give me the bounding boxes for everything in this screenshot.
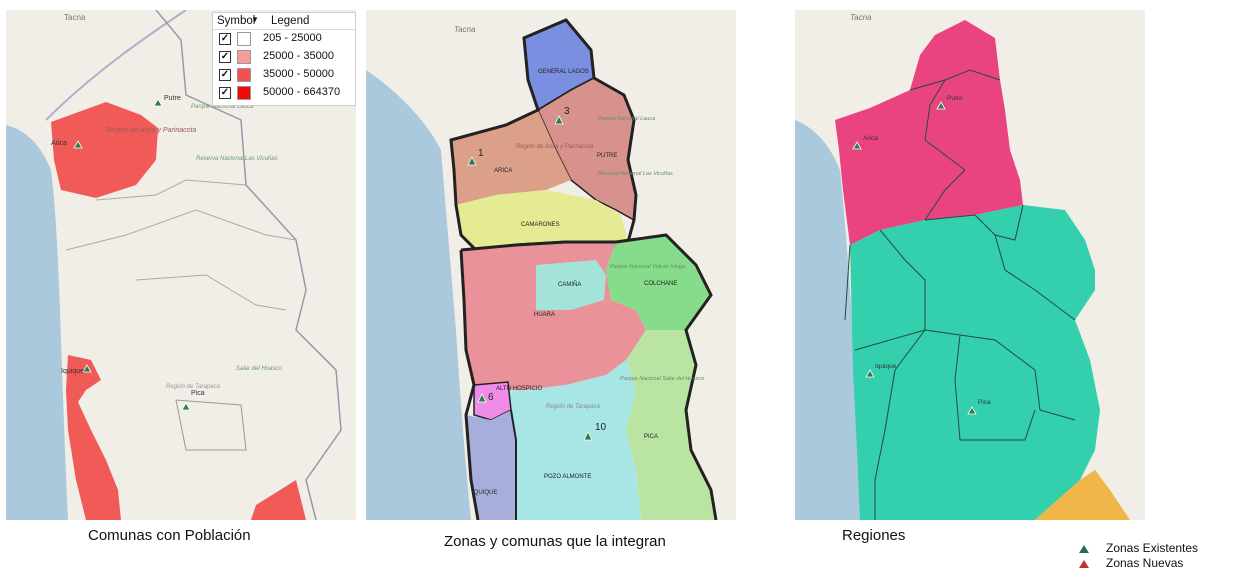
- map2-label-parque-volcan: Parque Nacional Volcán Isluga: [610, 264, 685, 270]
- map3-label-pica: Pica: [978, 399, 991, 406]
- map2-label-parque-salar: Parque Nacional Salar del Huasco: [620, 376, 704, 382]
- legend-range-2: 25000 - 35000: [263, 50, 334, 62]
- existing-zone-icon: [1079, 545, 1089, 553]
- legend-checkbox-1[interactable]: ✓: [219, 33, 231, 45]
- caption-map3: Regiones: [842, 527, 906, 544]
- legend-sort-icon[interactable]: ▼: [251, 15, 259, 24]
- map2-label-parque-lauca: Parque Nacional Lauca: [598, 116, 655, 122]
- map2-label-arica: ARICA: [494, 168, 512, 174]
- map1-label-putre: Putre: [164, 95, 181, 102]
- map3-label-arica: Arica: [863, 135, 878, 142]
- map2-label-camarones: CAMARONES: [521, 222, 560, 228]
- legend-row-2: ✓ 25000 - 35000: [213, 49, 355, 67]
- legend-range-1: 205 - 25000: [263, 32, 322, 44]
- legend-checkbox-2[interactable]: ✓: [219, 51, 231, 63]
- legend-swatch-2: [237, 50, 251, 64]
- legend-range-3: 35000 - 50000: [263, 68, 334, 80]
- legend-row-1: ✓ 205 - 25000: [213, 31, 355, 49]
- map-comunas-poblacion[interactable]: Tacna Putre Arica Región de Arica y Pari…: [6, 10, 356, 520]
- map2-label-region-tarapaca: Región de Tarapacá: [546, 404, 600, 410]
- map1-label-reserva: Reserva Nacional Las Vicuñas: [196, 156, 278, 162]
- zone-number-1: 1: [478, 148, 484, 159]
- zone-number-3: 3: [564, 106, 570, 117]
- map-zonas-comunas[interactable]: Tacna GENERAL LAGOS PUTRE ARICA CAMARONE…: [366, 10, 736, 520]
- map2-label-huara: HUARA: [534, 312, 555, 318]
- legend-swatch-4: [237, 86, 251, 100]
- map2-label-alto-hospicio: ALTO HOSPICIO: [496, 386, 542, 392]
- map1-label-tacna: Tacna: [64, 13, 86, 22]
- map2-label-camina: CAMIÑA: [558, 281, 581, 288]
- legend-checkbox-3[interactable]: ✓: [219, 69, 231, 81]
- zone-number-6: 6: [488, 392, 494, 403]
- map1-label-region: Región de Arica y Parinacota: [106, 127, 197, 134]
- map2-label-pozo-almonte: POZO ALMONTE: [544, 474, 591, 480]
- legend-range-4: 50000 - 664370: [263, 86, 341, 98]
- legend-col-symbol: Symbol: [217, 15, 256, 27]
- map2-label-pica: PICA: [644, 434, 658, 440]
- legend-swatch-1: [237, 32, 251, 46]
- map1-label-pica: Pica: [191, 390, 205, 397]
- legend-col-legend: Legend: [271, 15, 310, 27]
- map1-label-parque: Parque Nacional Lauca: [191, 104, 254, 110]
- map2-label-tacna: Tacna: [454, 25, 476, 34]
- zone-number-10: 10: [595, 422, 607, 433]
- caption-map1: Comunas con Población: [88, 527, 251, 544]
- legend-swatch-3: [237, 68, 251, 82]
- map1-label-arica: Arica: [51, 140, 67, 147]
- map2-label-putre: PUTRE: [597, 153, 617, 159]
- map2-label-iquique: IQUIQUE: [472, 490, 497, 496]
- population-legend: Symbol ▼ Legend ✓ 205 - 25000 ✓ 25000 - …: [212, 12, 356, 106]
- map3-label-iquique: Iquique: [875, 363, 897, 370]
- legend-existing-label: Zonas Existentes: [1106, 541, 1199, 555]
- map2-label-region-arica: Región de Arica y Parinacota: [516, 144, 594, 150]
- legend-row-3: ✓ 35000 - 50000: [213, 67, 355, 85]
- new-zone-icon: [1079, 560, 1089, 568]
- map3-label-putre: Putre: [947, 95, 963, 102]
- map2-label-general-lagos: GENERAL LAGOS: [538, 69, 589, 75]
- legend-row-4: ✓ 50000 - 664370: [213, 85, 355, 103]
- legend-new-label: Zonas Nuevas: [1106, 556, 1184, 570]
- caption-map2: Zonas y comunas que la integran: [444, 533, 666, 550]
- map2-label-colchane: COLCHANE: [644, 281, 677, 287]
- map-regiones[interactable]: Tacna Putre Arica Iquique Pica: [795, 10, 1145, 520]
- map1-label-region2: Región de Tarapacá: [166, 384, 220, 390]
- map2-label-reserva: Reserva Nacional Las Vicuñas: [598, 171, 673, 177]
- map1-label-iquique: Iquique: [61, 368, 84, 375]
- map1-label-salar: Salar del Huasco: [236, 366, 282, 372]
- legend-checkbox-4[interactable]: ✓: [219, 87, 231, 99]
- map3-label-tacna: Tacna: [850, 13, 872, 22]
